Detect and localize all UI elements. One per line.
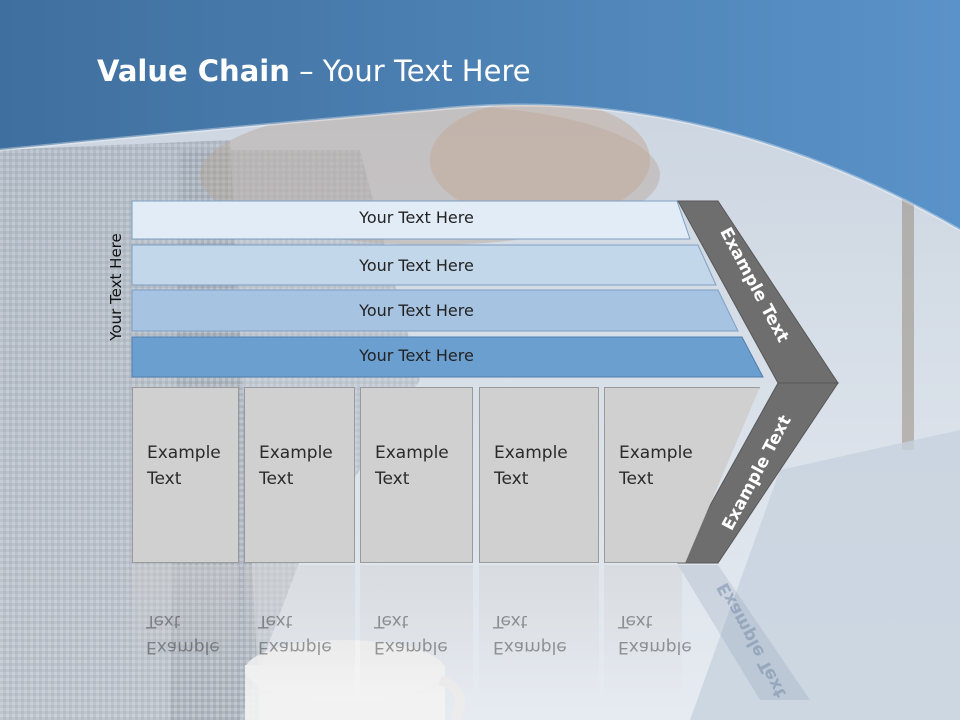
band-1[interactable] <box>131 200 691 240</box>
band-1-label: Your Text Here <box>359 208 474 227</box>
activity-box-3-reflection-line1: Example <box>374 637 448 657</box>
activity-box-2-reflection-line2: Text <box>258 611 293 631</box>
activity-box-2-line1: Example <box>259 443 333 463</box>
activity-box-4-line2: Text <box>494 469 529 489</box>
activity-box-2-text: Example Text <box>259 440 333 492</box>
activity-box-4-text: Example Text <box>494 440 568 492</box>
activity-box-1-reflection-line1: Example <box>146 637 220 657</box>
slide-title: Value Chain – Your Text Here <box>97 54 531 88</box>
title-rest: – Your Text Here <box>289 54 531 88</box>
activity-box-5-reflection: Example Text <box>604 565 692 700</box>
activity-box-3-reflection-line2: Text <box>374 611 409 631</box>
chevron-reflection <box>678 565 810 700</box>
activity-box-5-reflection-line1: Example <box>618 637 692 657</box>
activity-box-1-line1: Example <box>147 443 221 463</box>
chevron-lower[interactable] <box>677 382 839 564</box>
activity-box-4-reflection-text: Example Text <box>493 608 567 660</box>
activity-box-4[interactable]: Example Text <box>479 387 599 563</box>
activity-box-3-reflection: Example Text <box>360 565 473 700</box>
title-bold: Value Chain <box>97 54 290 88</box>
activity-box-1-line2: Text <box>147 469 182 489</box>
activity-box-3-text: Example Text <box>375 440 449 492</box>
activity-box-2[interactable]: Example Text <box>244 387 355 563</box>
activity-box-5-reflection-text: Example Text <box>618 608 692 660</box>
activity-box-3-line2: Text <box>375 469 410 489</box>
activity-box-1-reflection: Example Text <box>132 565 239 700</box>
activity-box-1-reflection-line2: Text <box>146 611 181 631</box>
activity-box-2-reflection-text: Example Text <box>258 608 332 660</box>
activity-box-3-line1: Example <box>375 443 449 463</box>
activity-box-3-reflection-text: Example Text <box>374 608 448 660</box>
activity-box-1-reflection-text: Example Text <box>146 608 220 660</box>
band-4-label: Your Text Here <box>359 346 474 365</box>
activity-box-4-line1: Example <box>494 443 568 463</box>
band-3-label: Your Text Here <box>359 301 474 320</box>
band-2-label: Your Text Here <box>359 256 474 275</box>
activity-box-1[interactable]: Example Text <box>132 387 239 563</box>
activity-box-5-text: Example Text <box>619 440 693 492</box>
side-label: Your Text Here <box>107 233 125 341</box>
activity-box-2-reflection: Example Text <box>244 565 355 700</box>
activity-box-5-line1: Example <box>619 443 693 463</box>
activity-box-1-text: Example Text <box>147 440 221 492</box>
activity-box-5-reflection-line2: Text <box>618 611 653 631</box>
activity-box-4-reflection-line1: Example <box>493 637 567 657</box>
activity-box-2-reflection-line1: Example <box>258 637 332 657</box>
activity-box-3[interactable]: Example Text <box>360 387 473 563</box>
activity-box-4-reflection-line2: Text <box>493 611 528 631</box>
activity-box-4-reflection: Example Text <box>479 565 599 700</box>
band-2[interactable] <box>131 244 717 286</box>
band-4[interactable] <box>131 336 764 378</box>
activity-box-5-line2: Text <box>619 469 654 489</box>
band-3[interactable] <box>131 289 739 332</box>
activity-box-2-line2: Text <box>259 469 294 489</box>
